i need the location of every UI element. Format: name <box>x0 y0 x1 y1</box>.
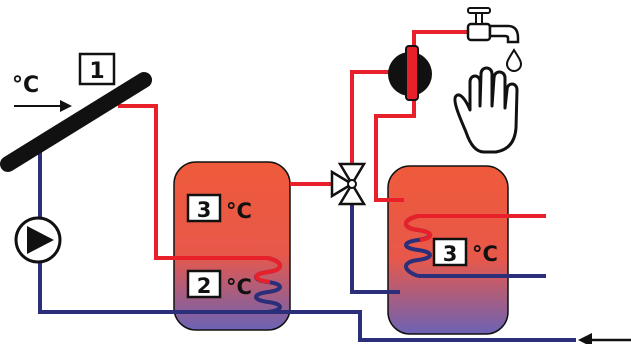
solar-collector-icon <box>0 72 152 172</box>
buffer-bottom-sensor-box <box>186 269 222 299</box>
collector-hot-pipe <box>118 104 268 260</box>
cold-water-main <box>264 310 576 342</box>
hand-icon <box>453 66 519 154</box>
buffer-bottom-sensor-number: 2 <box>197 274 212 298</box>
valve-to-mixer-pipe <box>350 70 390 166</box>
three-way-valve-icon <box>330 162 367 206</box>
cold-inlet-arrow-icon <box>578 333 631 344</box>
mixing-valve-icon <box>388 45 432 101</box>
mixer-to-tap-pipe <box>412 30 470 50</box>
ambient-arrow-icon <box>14 100 72 112</box>
collector-cold-pipe <box>38 150 264 314</box>
collector-number: 1 <box>89 59 104 84</box>
collector-number-box <box>78 52 116 86</box>
valve-return-pipe <box>350 204 400 294</box>
dhw-sensor-box <box>432 237 468 267</box>
buffer-top-sensor-unit: °C <box>226 199 252 223</box>
buffer-top-sensor-number: 3 <box>197 198 212 222</box>
buffer-bottom-sensor-unit: °C <box>226 275 252 299</box>
ambient-temp-label: °C <box>12 73 39 98</box>
dhw-to-mixer-pipe <box>374 98 416 202</box>
dhw-sensor-unit: °C <box>472 242 498 266</box>
pump-icon <box>14 216 62 264</box>
dhw-coil-icon <box>404 214 433 278</box>
buffer-top-sensor-box <box>186 193 222 223</box>
tap-icon <box>466 7 520 44</box>
water-drop-icon <box>505 48 523 72</box>
buffer-coil-icon <box>254 256 282 314</box>
dhw-sensor-number: 3 <box>443 242 458 266</box>
